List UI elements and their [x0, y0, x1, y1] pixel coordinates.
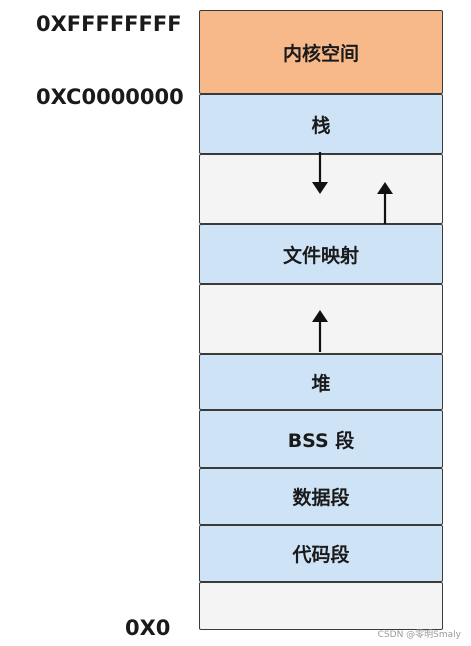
segment-stack: 栈 — [199, 94, 443, 154]
segment-data: 数据段 — [199, 468, 443, 525]
segment-code-label: 代码段 — [292, 544, 350, 566]
address-bottom-label: 0X0 — [125, 616, 171, 640]
segment-data-label: 数据段 — [292, 487, 350, 509]
address-kernel-start-label: 0XC0000000 — [36, 85, 184, 109]
watermark-text: CSDN @零明Smaly — [377, 630, 461, 640]
arrow-down-stack-growth — [312, 152, 328, 194]
free-region-bottom — [199, 582, 443, 630]
segment-code: 代码段 — [199, 525, 443, 582]
segment-bss: BSS 段 — [199, 410, 443, 468]
segment-heap: 堆 — [199, 354, 443, 410]
segment-stack-label: 栈 — [311, 114, 331, 137]
segment-kernel-label: 内核空间 — [282, 42, 359, 65]
segment-heap-label: 堆 — [311, 372, 331, 395]
segment-mmap: 文件映射 — [199, 224, 443, 284]
segment-bss-label: BSS 段 — [287, 429, 355, 452]
address-top-label: 0XFFFFFFFF — [36, 12, 182, 36]
segment-kernel: 内核空间 — [199, 10, 443, 94]
arrow-up-mmap-growth — [377, 182, 393, 224]
arrow-up-heap-growth — [312, 310, 328, 352]
segment-mmap-label: 文件映射 — [282, 244, 359, 267]
